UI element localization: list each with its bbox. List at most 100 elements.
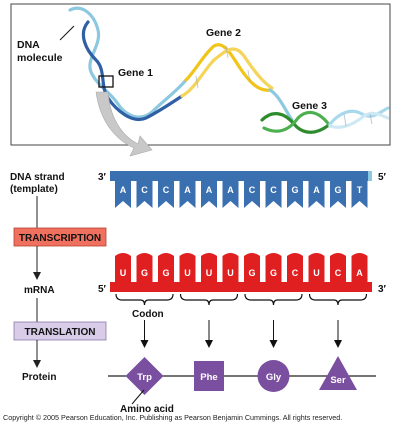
dna-base-shape — [351, 181, 368, 208]
gene1-label: Gene 1 — [118, 67, 153, 79]
dna-base-letter: A — [120, 185, 127, 195]
translation-arrowhead — [140, 340, 149, 348]
helix-strand-gene2-b — [180, 47, 274, 98]
dna-base-shape — [308, 181, 325, 208]
mrna-5prime-label: 5′ — [98, 284, 107, 295]
helix-strand-gene3-b — [262, 110, 332, 133]
codon-brace — [179, 293, 239, 306]
mrna-backbone — [110, 282, 372, 292]
amino-acid-ser: Ser — [319, 356, 357, 390]
mrna-base: C — [330, 253, 346, 282]
dna-base-shape — [158, 181, 174, 208]
translation-arrowhead — [205, 340, 213, 348]
dna-molecule-pointer — [59, 25, 75, 41]
mrna-base-letter: A — [356, 268, 363, 278]
amino-acids: Trp Phe Gly Ser — [125, 356, 357, 405]
amino-acid-label: Amino acid — [120, 404, 174, 415]
dna-base-shape — [287, 181, 303, 208]
mrna-base-letter: G — [270, 268, 277, 278]
dna-base-shape — [330, 181, 346, 208]
mrna-base: G — [244, 253, 260, 282]
dna-base-letter: C — [249, 185, 256, 195]
dna-base-letter: A — [227, 185, 234, 195]
dna-3prime-label: 3′ — [98, 172, 107, 183]
mrna-label: mRNA — [24, 285, 55, 296]
transcription-label: TRANSCRIPTION — [19, 233, 101, 244]
mrna-base-letter: C — [292, 268, 299, 278]
flow-arrowhead-2 — [33, 272, 41, 280]
amino-acid-name: Trp — [137, 372, 152, 383]
amino-acid-pointer — [131, 389, 145, 405]
amino-acid-trp: Trp — [125, 357, 164, 395]
mrna-base-shape — [351, 253, 368, 282]
diamond-shape — [125, 357, 164, 395]
dna-base-letter: C — [141, 185, 148, 195]
dna-base: G — [330, 181, 346, 208]
dna-base: C — [158, 181, 174, 208]
codon-brace — [308, 293, 368, 306]
helix-strand-mid — [268, 88, 294, 122]
codon-label: Codon — [132, 309, 164, 320]
mrna-base-letter: G — [141, 268, 148, 278]
mrna-3prime-label: 3′ — [378, 284, 387, 295]
mrna-base: G — [136, 253, 153, 282]
amino-acid-name: Phe — [200, 372, 217, 383]
dna-base: C — [244, 181, 260, 208]
dna-base-shape — [115, 181, 131, 208]
amino-acid-gly: Gly — [257, 360, 290, 392]
dna-base: C — [136, 181, 153, 208]
amino-acid-phe: Phe — [194, 361, 224, 391]
mrna-base-shape — [158, 253, 174, 282]
flow-arrowhead-4 — [33, 360, 41, 368]
mrna-base-letter: U — [227, 268, 234, 278]
mrna-base: U — [308, 253, 325, 282]
dna-base-shape — [244, 181, 260, 208]
mrna-base: G — [158, 253, 174, 282]
amino-acid-name: Gly — [266, 372, 282, 383]
dna-backbone — [110, 171, 372, 181]
dna-base-shape — [201, 181, 217, 208]
dna-base: A — [201, 181, 217, 208]
dna-base: A — [115, 181, 131, 208]
mrna-base: U — [179, 253, 196, 282]
dna-molecule-label: DNA molecule — [17, 39, 63, 64]
codon-brace — [244, 293, 303, 306]
dna-base-letter: A — [184, 185, 191, 195]
translation-box — [13, 321, 107, 341]
triangle-shape — [319, 356, 357, 390]
translation-label: TRANSLATION — [25, 327, 96, 338]
mrna-base-letter: C — [335, 268, 342, 278]
helix-rungs — [195, 45, 373, 127]
mrna-base-shape — [136, 253, 153, 282]
mrna-base: U — [115, 253, 131, 282]
gene3-label: Gene 3 — [292, 100, 327, 112]
codon-brace — [115, 293, 174, 306]
transcription-box — [13, 227, 107, 247]
mrna-base-letter: U — [313, 268, 320, 278]
dna-base: G — [287, 181, 303, 208]
dna-base-letter: G — [334, 185, 341, 195]
dna-base-shape — [136, 181, 153, 208]
gene2-label: Gene 2 — [206, 27, 241, 39]
mrna-base-shape — [244, 253, 260, 282]
zoom-arrow — [95, 91, 153, 157]
square-shape — [194, 361, 224, 391]
mrna-base-shape — [201, 253, 217, 282]
dna-base-letter: A — [313, 185, 320, 195]
amino-acid-name: Ser — [330, 375, 346, 386]
mrna-base-shape — [308, 253, 325, 282]
dna-base-letter: C — [270, 185, 277, 195]
gene1-selection-box — [98, 75, 114, 88]
mrna-base-shape — [287, 253, 303, 282]
mrna-base-shape — [330, 253, 346, 282]
codon-braces — [115, 293, 368, 348]
mrna-base-letter: U — [120, 268, 127, 278]
dna-base-letter: G — [291, 185, 298, 195]
mrna-base-letter: U — [184, 268, 191, 278]
dna-base: C — [265, 181, 282, 208]
mrna-base-letter: G — [162, 268, 169, 278]
dna-base-shape — [222, 181, 239, 208]
mrna-base: U — [201, 253, 217, 282]
